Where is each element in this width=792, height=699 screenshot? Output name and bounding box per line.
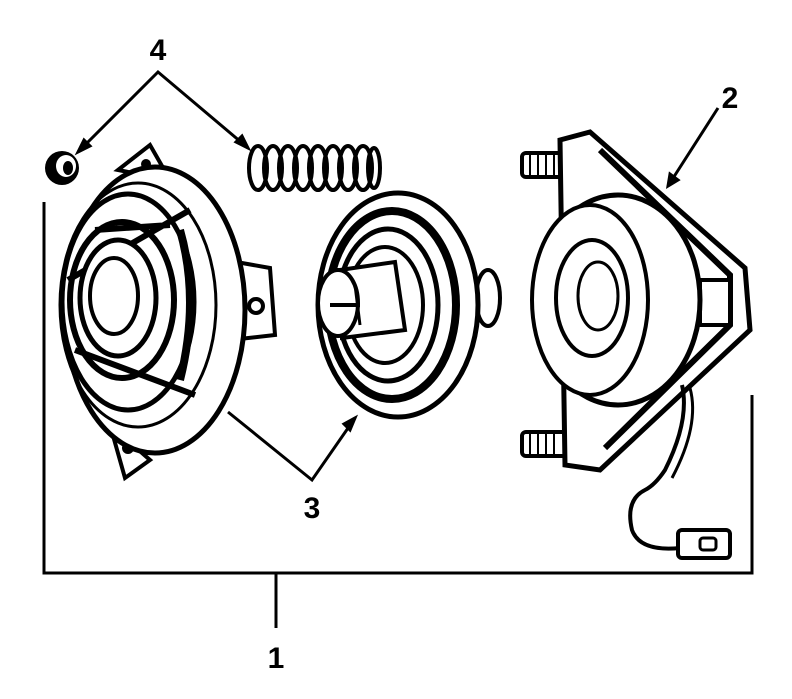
- callout-4-leaders: [74, 69, 252, 156]
- callout-3-leaders: [227, 410, 359, 483]
- callout-4-label: 4: [150, 34, 167, 67]
- middle-rotor-part: [315, 190, 502, 420]
- callout-3-label: 3: [304, 492, 321, 525]
- left-housing-part: [58, 142, 278, 482]
- ball-part: [45, 151, 79, 185]
- assembly-bracket: [42, 202, 754, 628]
- callout-2-label: 2: [722, 82, 739, 115]
- callout-1-label: 1: [268, 642, 285, 675]
- spring-part: [247, 144, 382, 192]
- callout-2-leader: [665, 107, 720, 189]
- coil-bracket-part: [520, 129, 753, 560]
